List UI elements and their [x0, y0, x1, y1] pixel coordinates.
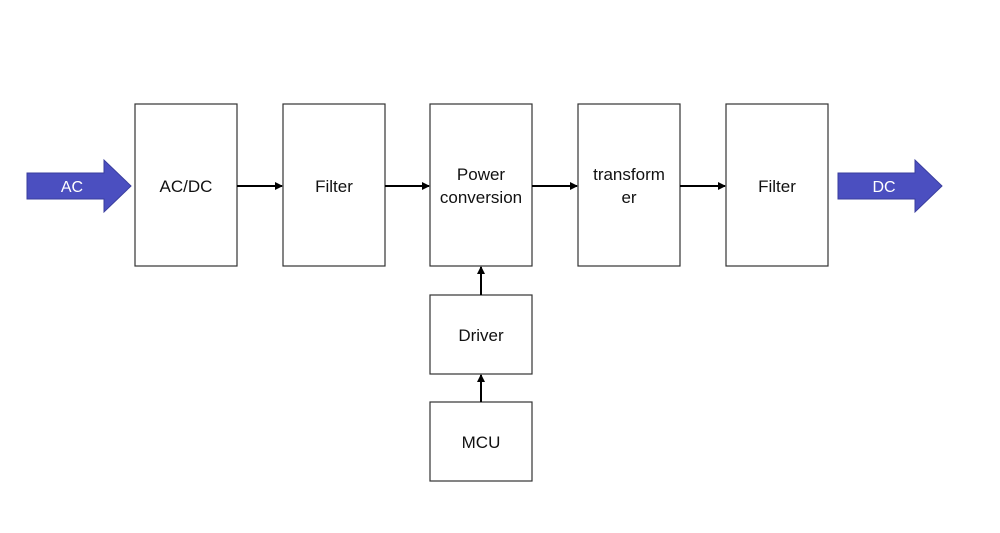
- output-dc-arrow: DC: [837, 158, 943, 214]
- block-transformer: transform er: [577, 103, 681, 267]
- block-transformer-line-1: transform: [593, 165, 665, 184]
- block-filter-1-label: Filter: [315, 177, 353, 196]
- block-mcu-label: MCU: [462, 433, 501, 452]
- block-filter-2: Filter: [725, 103, 829, 267]
- block-driver-label: Driver: [458, 326, 504, 345]
- block-driver: Driver: [429, 294, 533, 375]
- input-ac-arrow: AC: [26, 158, 132, 214]
- block-power-conversion-line-1: Power: [457, 165, 506, 184]
- block-filter-1: Filter: [282, 103, 386, 267]
- block-acdc: AC/DC: [134, 103, 238, 267]
- block-filter-2-label: Filter: [758, 177, 796, 196]
- block-power-conversion-line-2: conversion: [440, 188, 522, 207]
- input-ac-label: AC: [61, 179, 83, 196]
- block-mcu: MCU: [429, 401, 533, 482]
- block-transformer-line-2: er: [621, 188, 636, 207]
- block-acdc-label: AC/DC: [160, 177, 213, 196]
- output-dc-label: DC: [872, 179, 895, 196]
- block-power-conversion: Power conversion: [429, 103, 533, 267]
